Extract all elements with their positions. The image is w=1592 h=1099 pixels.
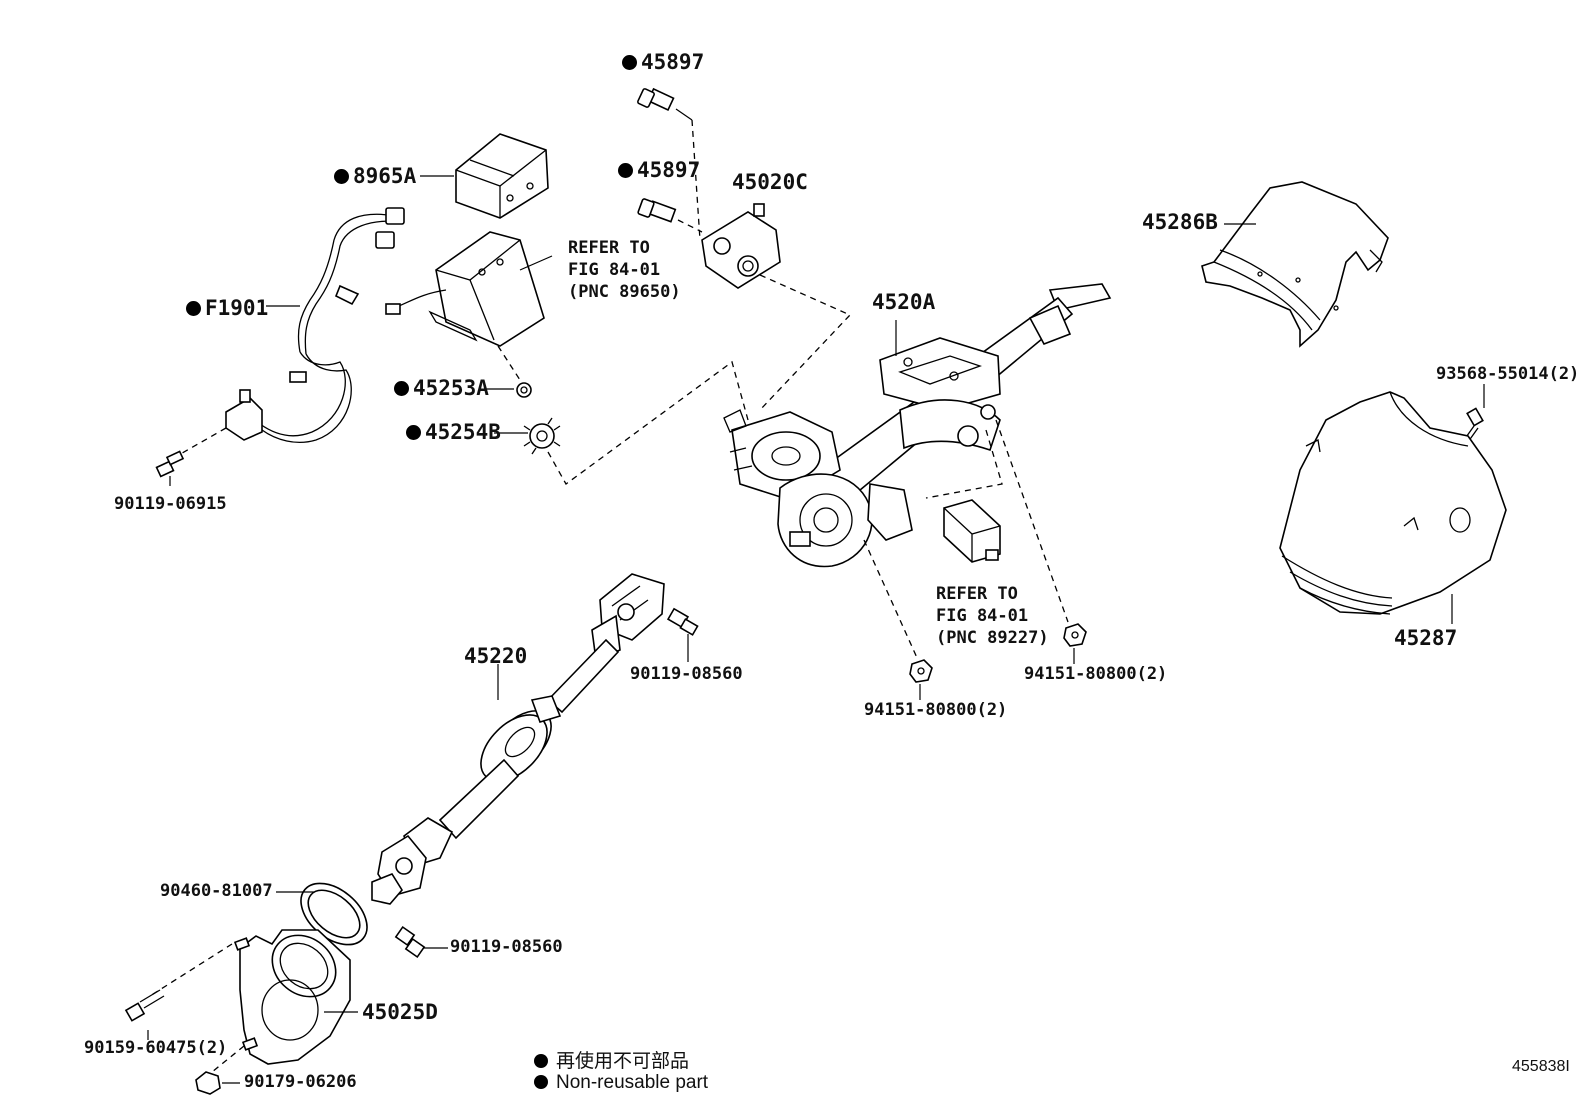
nut-94151-left [909, 659, 933, 683]
label-90119-06915: 90119-06915 [114, 494, 227, 514]
cover-45287 [1279, 391, 1507, 615]
non-reusable-marker-icon [406, 425, 421, 440]
label-93568: 93568-55014(2) [1436, 364, 1580, 384]
bolt-90119-08560-bot [394, 925, 448, 959]
figure-id: 455838I [1512, 1058, 1570, 1075]
cover-45025D [233, 929, 351, 1065]
label-45254B: 45254B [406, 422, 501, 443]
label-8965A: 8965A [334, 166, 416, 187]
cover-45286B [1201, 181, 1389, 348]
bolt-90119-08560-top [666, 607, 699, 662]
dash-45897-mid [677, 219, 703, 233]
nut-90179-06206 [195, 1071, 240, 1095]
label-94151-left: 94151-80800(2) [864, 700, 1008, 720]
label-45253A: 45253A [394, 378, 489, 399]
module-89227 [943, 499, 1001, 563]
label-90119-08560-bot: 90119-08560 [450, 937, 563, 957]
label-90159-60475: 90159-60475(2) [84, 1038, 228, 1058]
part-45253A [516, 382, 532, 398]
part-45020C [701, 203, 781, 289]
dash-94151-left [863, 539, 919, 661]
part-8965A [455, 133, 549, 219]
label-45020C: 45020C [732, 170, 808, 194]
label-90179-06206: 90179-06206 [244, 1072, 357, 1092]
label-94151-right: 94151-80800(2) [1024, 664, 1168, 684]
dash-94151-right [995, 419, 1069, 623]
label-F1901: F1901 [186, 298, 268, 319]
bolt-45897-top [637, 87, 693, 121]
legend-text-cn: 再使用不可部品 [556, 1051, 690, 1072]
label-90460-81007: 90460-81007 [160, 881, 273, 901]
label-refer-2-line3: (PNC 89227) [936, 628, 1049, 648]
label-refer-1-line1: REFER TO [568, 238, 650, 258]
dash-90179 [211, 1045, 245, 1073]
non-reusable-marker-icon [622, 55, 637, 70]
lead-refer-1 [519, 255, 553, 271]
label-45025D: 45025D [362, 1000, 438, 1024]
label-refer-1-line2: FIG 84-01 [568, 260, 661, 280]
non-reusable-marker-icon [394, 381, 409, 396]
part-45254B [523, 417, 561, 455]
label-45287: 45287 [1394, 626, 1458, 650]
non-reusable-marker-icon [618, 163, 633, 178]
dash-45254B [547, 360, 749, 485]
label-refer-2-line1: REFER TO [936, 584, 1018, 604]
label-4520A: 4520A [872, 290, 936, 314]
legend-row-en: Non-reusable part [534, 1072, 708, 1094]
label-45897-mid: 45897 [618, 160, 700, 181]
label-45220: 45220 [464, 644, 528, 668]
nut-94151-right [1063, 623, 1087, 647]
dash-45020C [759, 274, 852, 411]
harness-F1901 [225, 207, 405, 444]
non-reusable-marker-icon [186, 301, 201, 316]
label-refer-1-line3: (PNC 89650) [568, 282, 681, 302]
bolt-90119-06915 [155, 450, 185, 486]
legend-row-cn: 再使用不可部品 [534, 1046, 689, 1073]
label-45897-top: 45897 [622, 52, 704, 73]
shaft-45220 [371, 573, 665, 905]
module-89650 [385, 231, 545, 347]
legend-text-en: Non-reusable part [556, 1072, 709, 1093]
bolt-45897-mid [637, 198, 677, 223]
non-reusable-marker-icon [334, 169, 349, 184]
legend-dot-icon [534, 1054, 548, 1068]
column-4520A [723, 283, 1112, 568]
label-refer-2-line2: FIG 84-01 [936, 606, 1029, 626]
dash-45897-top [691, 119, 701, 241]
bolt-90159-60475 [124, 989, 165, 1040]
dash-col-right [925, 429, 1003, 499]
dash-45253A [497, 345, 521, 381]
dash-90159 [149, 943, 233, 997]
legend-dot-icon [534, 1075, 548, 1089]
label-90119-08560-top: 90119-08560 [630, 664, 743, 684]
label-45286B: 45286B [1142, 210, 1218, 234]
